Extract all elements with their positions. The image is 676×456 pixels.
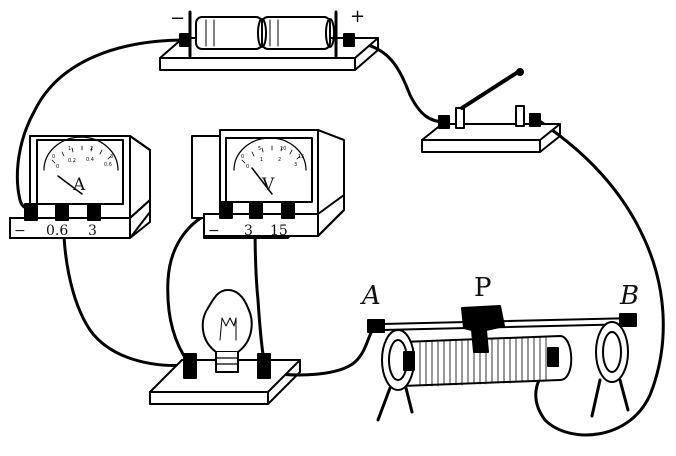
voltmeter-letter: V bbox=[261, 175, 275, 195]
ammeter-ticks bbox=[51, 145, 112, 164]
ammeter-letter: A bbox=[72, 175, 86, 195]
ammeter-terminal-3: 3 bbox=[88, 223, 97, 239]
ammeter-scale-top-2: 2 bbox=[90, 146, 93, 152]
wire-ammeter-lamp bbox=[62, 208, 192, 367]
voltmeter-terminal-3: 3 bbox=[244, 223, 253, 239]
lamp-bulb bbox=[201, 289, 253, 353]
ammeter-scale-top-0: 0 bbox=[52, 154, 55, 160]
rheostat-slider bbox=[461, 305, 505, 353]
voltmeter-scale-bottom-2: 2 bbox=[278, 157, 281, 163]
battery-minus-label: − bbox=[170, 8, 185, 29]
ammeter-needle bbox=[57, 175, 83, 195]
ammeter-scale-top-3: 3 bbox=[110, 154, 113, 160]
rheostat-end-b-label: B bbox=[619, 281, 639, 311]
rheostat[interactable] bbox=[367, 305, 637, 422]
switch[interactable] bbox=[421, 68, 561, 153]
voltmeter-ticks bbox=[241, 145, 301, 164]
rheostat-slider-label: P bbox=[474, 273, 492, 303]
ammeter bbox=[9, 135, 151, 239]
voltmeter-terminal-15: 15 bbox=[270, 223, 288, 239]
wire-battery-switch bbox=[350, 40, 447, 124]
voltmeter bbox=[191, 129, 345, 239]
voltmeter-needle bbox=[251, 167, 273, 195]
voltmeter-scale-top-0: 0 bbox=[241, 154, 244, 160]
ammeter-terminal-0.6: 0.6 bbox=[46, 223, 68, 239]
voltmeter-scale-top-3: 15 bbox=[298, 154, 304, 160]
wire-battery-ammeter bbox=[15, 38, 188, 211]
rheostat-coil bbox=[419, 336, 547, 387]
ammeter-terminal-minus: − bbox=[14, 223, 26, 239]
ammeter-scale-bottom-0: 0 bbox=[56, 164, 59, 170]
ammeter-scale-bottom-1: 0.2 bbox=[68, 158, 76, 164]
battery-box bbox=[159, 10, 379, 71]
voltmeter-scale-top-2: 10 bbox=[280, 146, 286, 152]
wire-voltmeter-lamp-left bbox=[166, 206, 228, 364]
wire-switch-rheostat bbox=[534, 118, 665, 437]
ammeter-scale-bottom-3: 0.6 bbox=[104, 162, 112, 168]
lamp bbox=[149, 289, 301, 405]
voltmeter-terminal-minus: − bbox=[208, 223, 220, 239]
switch-lever bbox=[460, 70, 520, 110]
rheostat-end-a-label: A bbox=[360, 281, 381, 311]
voltmeter-scale-top-1: 5 bbox=[258, 146, 261, 152]
voltmeter-scale-bottom-0: 0 bbox=[246, 164, 249, 170]
voltmeter-scale-bottom-3: 3 bbox=[294, 162, 297, 168]
battery-plus-label: + bbox=[350, 6, 365, 27]
ammeter-scale-top-1: 1 bbox=[68, 146, 71, 152]
rheostat-rod bbox=[381, 317, 637, 331]
voltmeter-scale-bottom-1: 1 bbox=[260, 157, 263, 163]
ammeter-scale-bottom-2: 0.4 bbox=[86, 157, 94, 163]
wire-lamp-rheostat bbox=[262, 324, 378, 377]
